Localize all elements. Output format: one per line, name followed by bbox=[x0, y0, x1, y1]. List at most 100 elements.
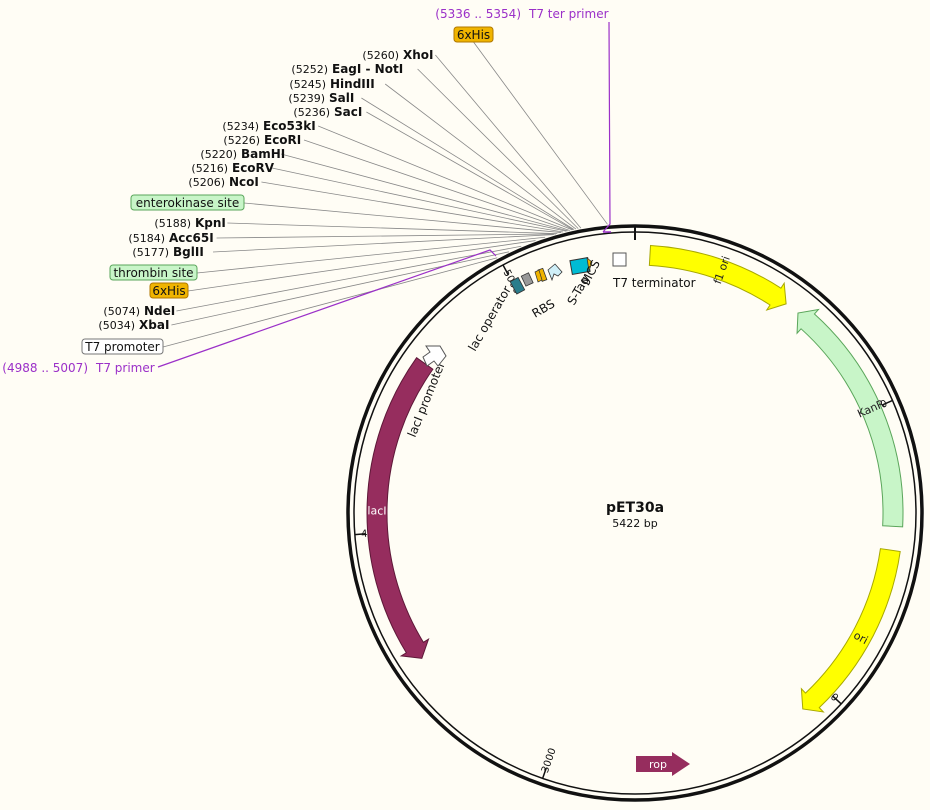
leader-line bbox=[162, 257, 498, 348]
site-name: EcoRV bbox=[232, 161, 275, 175]
primer-t7: (4988 .. 5007)T7 primer bbox=[2, 361, 154, 375]
leader-line bbox=[187, 240, 536, 292]
leader-line bbox=[196, 236, 546, 274]
leader-line bbox=[216, 233, 557, 239]
site-position: (5236) bbox=[293, 106, 330, 119]
site-labels: (5260) XhoI (5252) EagI - NotI (5245) HindIII… bbox=[2, 7, 608, 375]
feature-arrow bbox=[800, 548, 901, 713]
site-position: (5239) bbox=[288, 92, 325, 105]
primer-t7-ter: (5336 .. 5354) T7 ter primer bbox=[435, 7, 608, 21]
feature-box-label: enterokinase site bbox=[136, 196, 239, 210]
leader-line bbox=[261, 181, 564, 233]
feature-box-bg bbox=[149, 282, 189, 299]
site-name: Eco53kI bbox=[263, 119, 316, 133]
plasmid-name: pET30a bbox=[606, 500, 664, 516]
primer-line bbox=[602, 21, 611, 233]
site-name: SalI bbox=[329, 91, 354, 105]
site-name: EagI - NotI bbox=[332, 62, 403, 76]
ruler-tick-mark bbox=[354, 533, 366, 536]
feature-box-bg bbox=[130, 194, 245, 211]
primer-range: (5336 .. 5354) bbox=[435, 7, 521, 21]
leader-line bbox=[271, 167, 567, 232]
site-name: Acc65I bbox=[169, 231, 214, 245]
rop-feature: rop bbox=[636, 752, 690, 776]
site-position: (5074) bbox=[103, 305, 140, 318]
plasmid-size: 5422 bp bbox=[612, 517, 657, 530]
site-position: (5216) bbox=[191, 162, 228, 175]
feature-box-bg bbox=[109, 264, 198, 281]
feature-arrow bbox=[648, 244, 787, 311]
site-name: BamHI bbox=[241, 147, 285, 161]
site-position: (5220) bbox=[200, 148, 237, 161]
site-position: (5177) bbox=[132, 246, 169, 259]
leader-line bbox=[417, 68, 579, 229]
ruler-tick-label: 3000 bbox=[540, 747, 559, 775]
rop-label: rop bbox=[649, 758, 667, 771]
rop-arrow bbox=[636, 752, 690, 776]
leader-line bbox=[361, 97, 575, 230]
leader-line bbox=[473, 41, 608, 225]
feature-box-label: thrombin site bbox=[113, 266, 193, 280]
leader-line bbox=[176, 245, 522, 312]
ruler-tick-mark bbox=[502, 264, 509, 275]
restriction-site: (5245) HindIII bbox=[289, 77, 374, 91]
leader-line bbox=[366, 111, 574, 231]
primer-range: (4988 .. 5007) bbox=[2, 361, 88, 375]
site-position: (5245) bbox=[289, 78, 326, 91]
site-position: (5226) bbox=[223, 134, 260, 147]
rbs-label: RBS bbox=[530, 296, 558, 320]
site-position: (5260) bbox=[362, 49, 399, 62]
site-name: BglII bbox=[173, 245, 204, 259]
restriction-site: (5236) SacI bbox=[293, 105, 362, 119]
restriction-site: (5239) SalI bbox=[288, 91, 354, 105]
restriction-site: (5226) EcoRI bbox=[223, 133, 301, 147]
restriction-site: (5216) EcoRV bbox=[191, 161, 274, 175]
site-name: XhoI bbox=[403, 48, 434, 62]
ruler-tick-mark bbox=[541, 767, 547, 779]
restriction-site: (5260) XhoI bbox=[362, 48, 433, 62]
lac-operator-label: lac operator bbox=[465, 283, 514, 353]
t7-terminator-box bbox=[612, 252, 627, 267]
primer-line bbox=[157, 249, 497, 368]
feature-box: thrombin site bbox=[109, 264, 198, 281]
site-name: NcoI bbox=[229, 175, 259, 189]
leader-line bbox=[303, 139, 570, 231]
feature-box-bg bbox=[81, 338, 164, 355]
laci-promoter-arrow bbox=[422, 345, 447, 367]
site-name: EcoRI bbox=[264, 133, 301, 147]
site-name: HindIII bbox=[330, 77, 375, 91]
site-position: (5188) bbox=[154, 217, 191, 230]
leader-line bbox=[435, 54, 582, 229]
t7-promoter-mark bbox=[534, 269, 543, 283]
leader-line bbox=[212, 234, 554, 253]
restriction-site: (5188) KpnI bbox=[154, 216, 225, 230]
feature-box: T7 promoter bbox=[81, 338, 164, 355]
feature-box-label: T7 promoter bbox=[84, 340, 160, 354]
s-tag-label: S-Tag bbox=[564, 274, 592, 308]
site-name: KpnI bbox=[195, 216, 226, 230]
feature-label: ori bbox=[851, 629, 870, 647]
restriction-site: (5184) Acc65I bbox=[128, 231, 213, 245]
t7-terminator-label: T7 terminator bbox=[612, 276, 696, 290]
feature-box: 6xHis bbox=[453, 26, 494, 43]
leader-line bbox=[384, 83, 577, 230]
site-position: (5234) bbox=[222, 120, 259, 133]
feature-arrow bbox=[366, 356, 434, 659]
primer-name: T7 ter primer bbox=[528, 7, 609, 21]
restriction-site: (5034)XbaI bbox=[98, 318, 169, 332]
rbs-box bbox=[520, 272, 534, 287]
leader-lines bbox=[157, 21, 611, 368]
site-position: (5252) bbox=[291, 63, 328, 76]
feature-label: lacI bbox=[367, 504, 386, 517]
restriction-site: (5234) Eco53kI bbox=[222, 119, 315, 133]
restriction-site: (5206)NcoI bbox=[188, 175, 258, 189]
his-tag-mark bbox=[586, 257, 593, 272]
site-position: (5034) bbox=[98, 319, 135, 332]
site-position: (5184) bbox=[128, 232, 165, 245]
site-name: SacI bbox=[334, 105, 362, 119]
restriction-site: (5177) BglII bbox=[132, 245, 203, 259]
feature-box-bg bbox=[453, 26, 494, 43]
feature-box-label: 6xHis bbox=[457, 28, 490, 42]
restriction-site: (5252) EagI - NotI bbox=[291, 62, 403, 76]
